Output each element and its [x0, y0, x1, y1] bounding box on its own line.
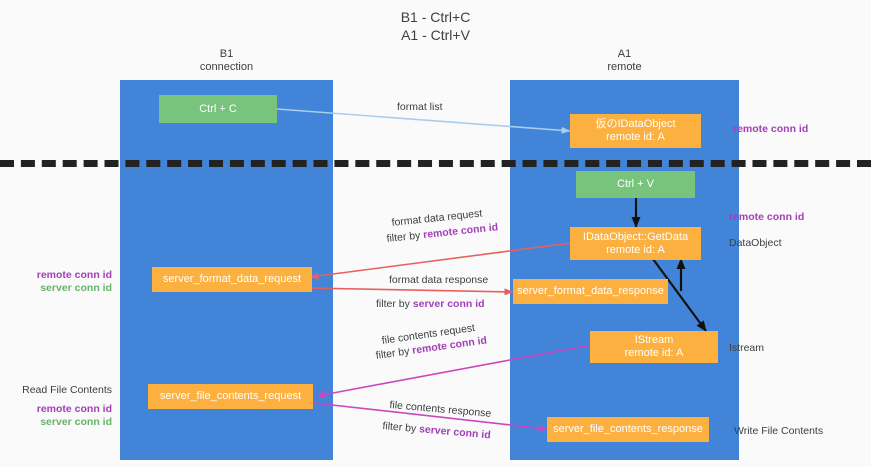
- column-header-a1: A1 remote: [510, 48, 739, 74]
- edge-label-format-list: format list: [397, 101, 443, 113]
- node-server-file-contents-request-label: server_file_contents_request: [159, 390, 302, 402]
- edge-label-file-contents-response: file contents response: [388, 399, 492, 420]
- column-header-a1-name: A1: [617, 48, 632, 60]
- annotation-right-remote-conn-id-1: remote conn id: [733, 123, 809, 135]
- node-server-format-data-request[interactable]: server_format_data_request: [152, 267, 312, 292]
- annotation-right-write-file-contents: Write File Contents: [734, 425, 824, 437]
- annotation-right-dataobject: DataObject: [729, 237, 782, 249]
- node-server-format-data-response[interactable]: server_format_data_response: [513, 279, 668, 304]
- edge-label-filter-by-server-conn-id-1: filter by server conn id: [376, 298, 485, 311]
- annotation-left-server-conn-id-1: server conn id: [40, 282, 112, 294]
- filter-key-server-2: server conn id: [418, 423, 492, 442]
- annotation-right-istream: Istream: [729, 342, 765, 354]
- node-istream[interactable]: IStream remote id: A: [590, 331, 718, 363]
- arrow-format-data-response: [307, 287, 514, 296]
- annotation-left-read-file-contents: Read File Contents: [22, 384, 112, 396]
- node-server-file-contents-response[interactable]: server_file_contents_response: [547, 417, 709, 442]
- node-fake-idataobject[interactable]: 仮のIDataObject remote id: A: [570, 114, 701, 148]
- node-server-format-data-request-label: server_format_data_request: [162, 273, 302, 285]
- annotation-left-remote-conn-id-2: remote conn id: [36, 403, 112, 415]
- column-header-b1: B1 connection: [120, 48, 333, 74]
- column-header-b1-name: B1: [219, 48, 234, 60]
- title-line-1: B1 - Ctrl+C: [400, 9, 471, 25]
- node-ctrl-c[interactable]: Ctrl + C: [159, 95, 277, 123]
- node-idataobject-getdata[interactable]: IDataObject::GetData remote id: A: [570, 227, 701, 260]
- edge-label-filter-by-server-conn-id-2: filter by server conn id: [382, 420, 491, 442]
- title-line-2: A1 - Ctrl+V: [401, 27, 470, 43]
- column-header-b1-sub: connection: [199, 61, 254, 73]
- node-fake-idataobject-line1: 仮のIDataObject: [595, 118, 676, 130]
- annotation-left-server-conn-id-2: server conn id: [40, 416, 112, 428]
- diagram-title: B1 - Ctrl+C A1 - Ctrl+V: [0, 8, 871, 44]
- node-ctrl-c-label: Ctrl + C: [199, 102, 237, 115]
- node-ctrl-v-label: Ctrl + V: [617, 178, 654, 190]
- filter-prefix-4: filter by: [381, 420, 420, 436]
- filter-key-server-1: server conn id: [412, 298, 485, 310]
- phase-divider: [0, 160, 871, 167]
- column-header-a1-sub: remote: [607, 61, 642, 73]
- annotation-right-remote-conn-id-2: remote conn id: [729, 211, 805, 223]
- node-fake-idataobject-line2: remote id: A: [606, 131, 665, 143]
- node-server-format-data-response-label: server_format_data_response: [517, 285, 664, 297]
- node-idataobject-getdata-line2: remote id: A: [606, 243, 665, 256]
- node-istream-line1: IStream: [634, 334, 674, 346]
- edge-label-format-data-response: format data response: [389, 274, 489, 286]
- node-ctrl-v[interactable]: Ctrl + V: [576, 171, 695, 198]
- filter-prefix-2: filter by: [376, 298, 413, 310]
- node-idataobject-getdata-line1: IDataObject::GetData: [582, 230, 689, 243]
- filter-prefix-1: filter by: [386, 229, 424, 245]
- filter-prefix-3: filter by: [375, 344, 414, 362]
- node-istream-line2: remote id: A: [624, 347, 684, 359]
- node-server-file-contents-request[interactable]: server_file_contents_request: [148, 384, 313, 409]
- annotation-left-remote-conn-id-1: remote conn id: [36, 269, 112, 281]
- node-server-file-contents-response-label: server_file_contents_response: [553, 423, 703, 435]
